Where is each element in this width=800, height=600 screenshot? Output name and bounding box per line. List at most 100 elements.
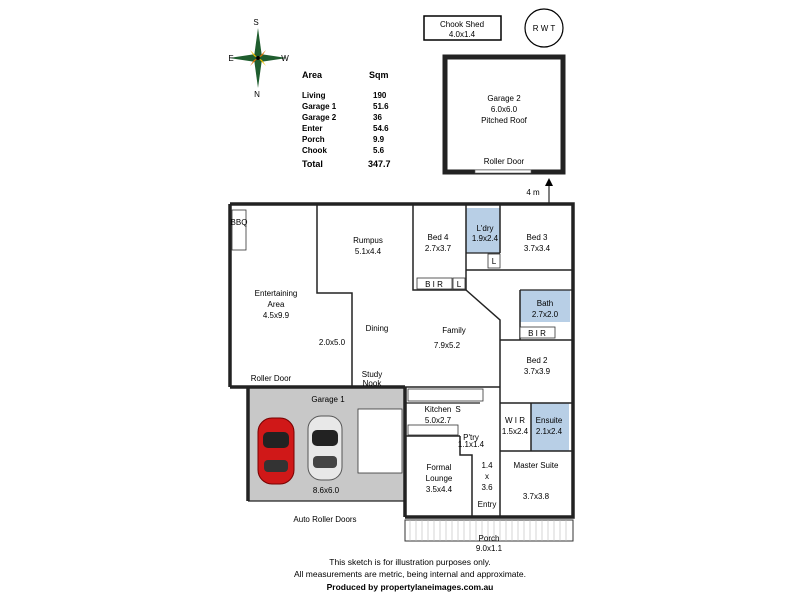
garage2-roof: Pitched Roof [481,116,528,125]
bbq-label: BBQ [231,218,248,227]
compass-north: N [254,90,260,99]
distance-marker: 4 m [526,178,553,204]
garage1-label: Garage 1 [311,395,345,404]
entry-height: 3.6 [481,483,493,492]
entry-width: 1.4 [481,461,493,470]
area-row-value: 51.6 [373,102,389,111]
dining-label: Dining [366,324,389,333]
area-row-name: Garage 2 [302,113,337,122]
formal-label-1: Formal [427,463,452,472]
rainwater-tank: R W T [524,8,564,48]
master-label: Master Suite [514,461,559,470]
linen-box-2 [452,277,466,290]
garage2-door-label: Roller Door [484,157,525,166]
laundry-label: L'dry [476,224,493,233]
area-row-value: 36 [373,113,382,122]
garage-workbench [357,408,403,474]
laundry-size: 1.9x2.4 [472,234,499,243]
linen-label: L [457,280,462,289]
porch: Porch 9.0x1.1 [404,519,574,553]
bed4-label: Bed 4 [428,233,449,242]
area-row-value: 190 [373,91,387,100]
area-row-name: Chook [302,146,327,155]
rumpus-label: Rumpus [353,236,383,245]
chook-shed: Chook Shed 4.0x1.4 [423,15,502,41]
study-label-2: Nook [363,379,383,388]
family-size: 7.9x5.2 [434,341,461,350]
laundry-floor [466,208,500,253]
bath-label: Bath [537,299,553,308]
compass-star-icon [229,28,287,88]
bed3-size: 3.7x3.4 [524,244,551,253]
car-red-icon [257,417,295,485]
kitchen-bench [407,388,484,402]
pantry-size: 1.1x1.4 [458,440,485,449]
entertaining-size: 4.5x9.9 [263,311,290,320]
disclaimer-line-1: This sketch is for illustration purposes… [329,557,490,567]
area-total-label: Total [302,159,323,169]
entertaining-area: BBQ Entertaining Area 4.5x9.9 [231,218,298,320]
sqm-header: Sqm [369,70,389,80]
wir-label: W I R [505,416,525,425]
bed4-size: 2.7x3.7 [425,244,452,253]
disclaimer-line-2: All measurements are metric, being inter… [294,569,526,579]
kitchen-label: Kitchen [425,405,452,414]
ensuite-size: 2.1x2.4 [536,427,563,436]
porch-size: 9.0x1.1 [476,544,503,553]
area-row-value: 5.6 [373,146,385,155]
area-row-name: Porch [302,135,325,144]
producer-credit: Produced by propertylaneimages.com.au [327,582,494,592]
chook-shed-size: 4.0x1.4 [449,30,476,39]
garage2-size: 6.0x6.0 [491,105,518,114]
entry-label: Entry [478,500,497,509]
bed2-label: Bed 2 [527,356,548,365]
kitchen-size: 5.0x2.7 [425,416,452,425]
linen-label-2: L [492,257,497,266]
auto-doors-label: Auto Roller Doors [293,515,356,524]
compass-south: S [253,18,258,27]
bath-floor [520,290,570,322]
bir-label: B I R [425,280,443,289]
entertaining-label-1: Entertaining [255,289,298,298]
distance-label: 4 m [526,188,540,197]
rwt-label: R W T [533,24,556,33]
area-row-name: Enter [302,124,322,133]
house-walls [228,202,575,519]
family-label: Family [442,326,466,335]
ensuite-label: Ensuite [536,416,563,425]
car-silver-icon [307,415,343,481]
area-header: Area [302,70,323,80]
study-label-1: Study [362,370,382,379]
area-row-value: 54.6 [373,124,389,133]
area-table: Area Sqm Living 190 Garage 1 51.6 Garage… [302,70,391,169]
bed3-label: Bed 3 [527,233,548,242]
area-row-value: 9.9 [373,135,385,144]
bbq-bench [231,209,247,251]
bir-cupboard-2 [519,326,556,339]
formal-size: 3.5x4.4 [426,485,453,494]
area-total-value: 347.7 [368,159,391,169]
area-row-name: Garage 1 [302,102,337,111]
rumpus-size: 5.1x4.4 [355,247,382,256]
bir-cupboard [416,277,453,290]
entry-x: x [485,472,489,481]
chook-shed-label: Chook Shed [440,20,484,29]
area-row-name: Living [302,91,326,100]
compass-rose: S N E W [228,18,289,99]
porch-label: Porch [479,534,500,543]
entertaining-label-2: Area [268,300,285,309]
garage2-label: Garage 2 [487,94,521,103]
formal-label-2: Lounge [426,474,453,483]
roller-door-label: Roller Door [251,374,292,383]
bed2-size: 3.7x3.9 [524,367,551,376]
small-area-size: 2.0x5.0 [319,338,346,347]
compass-east: E [228,54,233,63]
linen-box [487,253,501,269]
kitchen-sink-label: S [455,405,460,414]
bath-size: 2.7x2.0 [532,310,559,319]
compass-west: W [281,54,289,63]
master-size: 3.7x3.8 [523,492,550,501]
garage1-size: 8.6x6.0 [313,486,340,495]
pantry-label: P'try [463,433,479,442]
